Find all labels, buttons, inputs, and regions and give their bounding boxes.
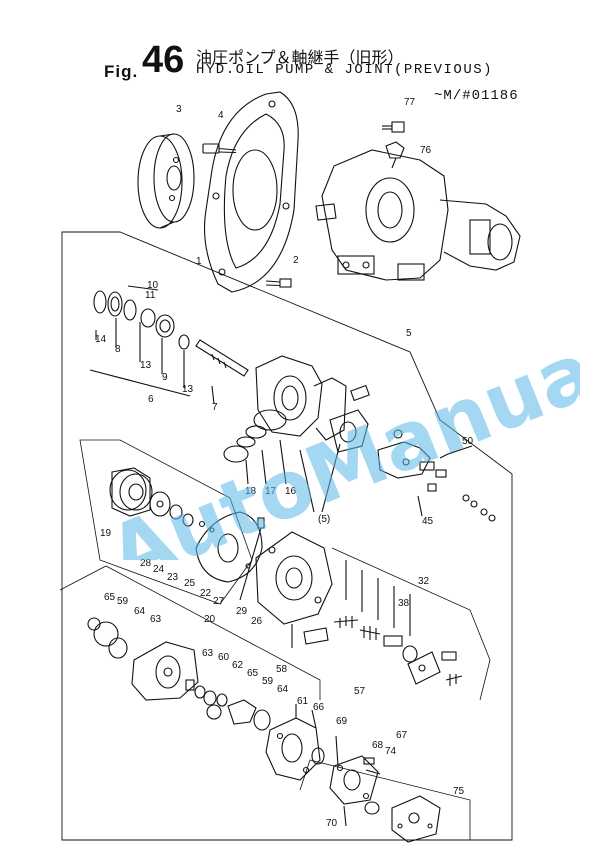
figure-prefix: Fig. bbox=[104, 62, 139, 81]
callout-c27: 27 bbox=[213, 596, 225, 607]
callout-c75: 75 bbox=[453, 786, 465, 797]
coupling-flange-piece bbox=[329, 384, 370, 453]
callout-c7: 7 bbox=[212, 402, 218, 413]
coupling-part-3 bbox=[137, 133, 195, 229]
callout-c29: 29 bbox=[236, 606, 248, 617]
callout-c6: 6 bbox=[148, 394, 154, 405]
callout-c11: 11 bbox=[145, 290, 156, 301]
pin-part-29 bbox=[239, 517, 265, 601]
callout-c5p: (5) bbox=[318, 514, 330, 525]
pump-body-group bbox=[223, 355, 347, 513]
housing-part-1 bbox=[203, 91, 299, 293]
callout-c50: 50 bbox=[462, 436, 474, 447]
bolt-part-4 bbox=[202, 143, 237, 154]
callout-c38: 38 bbox=[398, 598, 410, 609]
callout-c22: 22 bbox=[200, 588, 212, 599]
seal-kit-part-6 bbox=[89, 285, 191, 397]
title-japanese: 油圧ポンプ＆軸継手（旧形） bbox=[196, 48, 404, 67]
rear-housing-part-61 bbox=[265, 704, 325, 781]
pump-assembly-part-5 bbox=[315, 149, 521, 281]
callout-c20: 20 bbox=[204, 614, 216, 625]
callout-c8: 8 bbox=[115, 344, 121, 355]
callout-c5: 5 bbox=[406, 328, 412, 339]
callout-c59a: 59 bbox=[117, 596, 129, 607]
shaft-part-7 bbox=[195, 339, 249, 405]
callout-c16: 16 bbox=[285, 486, 297, 497]
callout-c65b: 65 bbox=[247, 668, 259, 679]
callout-c76: 76 bbox=[420, 145, 432, 156]
fitting-part-76 bbox=[385, 141, 405, 169]
callout-c26: 26 bbox=[251, 616, 263, 627]
valve-group-part-45 bbox=[377, 429, 496, 522]
callout-c17: 17 bbox=[265, 486, 277, 497]
callout-c74: 74 bbox=[385, 746, 397, 757]
callout-c14: 14 bbox=[95, 334, 107, 345]
callout-c13b: 13 bbox=[182, 384, 194, 395]
gasket-part-22 bbox=[195, 511, 263, 583]
callout-c18: 18 bbox=[245, 486, 257, 497]
group-boundary-outline bbox=[61, 231, 513, 841]
callout-c19: 19 bbox=[100, 528, 112, 539]
callout-c3: 3 bbox=[176, 104, 182, 115]
cover-group-part-19 bbox=[79, 439, 253, 605]
callout-c62: 62 bbox=[232, 660, 244, 671]
callout-c57: 57 bbox=[354, 686, 366, 697]
callout-c64b: 64 bbox=[277, 684, 289, 695]
callout-c67: 67 bbox=[396, 730, 408, 741]
callout-c2: 2 bbox=[293, 255, 299, 266]
callout-c10: 10 bbox=[147, 280, 159, 291]
callout-c77: 77 bbox=[404, 97, 416, 108]
diagram-linework bbox=[59, 91, 521, 843]
callout-c60: 60 bbox=[218, 652, 230, 663]
callout-c25: 25 bbox=[184, 578, 196, 589]
callout-c45: 45 bbox=[422, 516, 434, 527]
callout-c58: 58 bbox=[276, 664, 288, 675]
lower-pump-part-63 bbox=[59, 565, 321, 701]
figure-number: 46 bbox=[142, 39, 185, 81]
end-cover-part-67 bbox=[299, 735, 471, 843]
callout-c32: 32 bbox=[418, 576, 430, 587]
rear-cover-group bbox=[255, 531, 333, 648]
callout-c69: 69 bbox=[336, 716, 348, 727]
callout-c68: 68 bbox=[372, 740, 384, 751]
callout-c63b: 63 bbox=[202, 648, 214, 659]
callout-c59b: 59 bbox=[262, 676, 274, 687]
title-english: HYD.OIL PUMP & JOINT(PREVIOUS) bbox=[196, 62, 494, 78]
bolt-part-2 bbox=[265, 278, 292, 288]
callout-c24: 24 bbox=[153, 564, 165, 575]
callout-c64a: 64 bbox=[134, 606, 146, 617]
callout-c63a: 63 bbox=[150, 614, 162, 625]
bolt-part-77 bbox=[382, 121, 405, 133]
serial-range: ~M/#01186 bbox=[434, 88, 519, 104]
callout-c65a: 65 bbox=[104, 592, 116, 603]
callout-c9: 9 bbox=[162, 372, 168, 383]
callout-c66: 66 bbox=[313, 702, 325, 713]
gear-set-part-60 bbox=[194, 685, 271, 731]
callout-c70: 70 bbox=[326, 818, 338, 829]
callout-c4: 4 bbox=[218, 110, 224, 121]
callout-c23: 23 bbox=[167, 572, 179, 583]
callout-c28: 28 bbox=[140, 558, 152, 569]
callout-c61: 61 bbox=[297, 696, 309, 707]
relief-valve-part-32 bbox=[331, 547, 491, 701]
callout-c1: 1 bbox=[196, 256, 202, 267]
callout-c13a: 13 bbox=[140, 360, 152, 371]
